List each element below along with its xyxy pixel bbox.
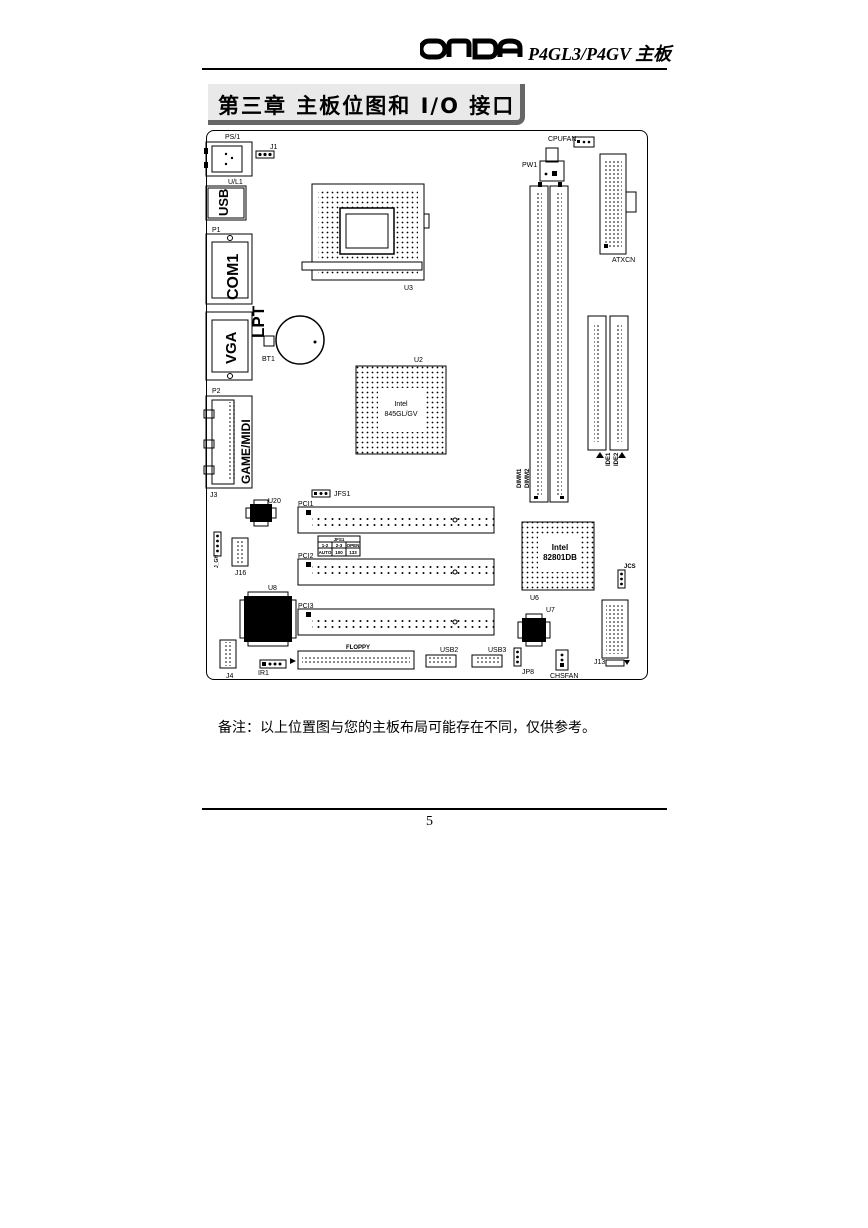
game-midi-port: [203, 395, 253, 489]
header-chsfan: [555, 649, 569, 671]
northbridge-chip: [355, 365, 447, 455]
header-jgh: [213, 531, 222, 557]
label-usb2: USB2: [440, 647, 458, 654]
label-u6: U6: [530, 595, 539, 602]
chapter-title: 第三章 主板位图和 I/O 接口: [218, 94, 516, 118]
jfs-v3: 133: [349, 550, 357, 555]
header-rule: [202, 68, 667, 70]
label-jp8: JP8: [522, 669, 534, 676]
footer-rule: [202, 808, 667, 810]
model-title: P4GL3/P4GV 主板: [528, 44, 672, 64]
header-j13: [601, 599, 630, 667]
label-pw1: PW1: [522, 162, 537, 169]
label-jcs: JCS: [624, 564, 636, 570]
header-usb2: [425, 654, 457, 668]
header-j16: [231, 537, 249, 567]
label-p1: P1: [212, 227, 221, 234]
label-ide2: IDE2: [614, 452, 620, 466]
label-p2: P2: [212, 388, 221, 395]
atx-power-connector: [599, 153, 637, 255]
label-dimm2: DIMM2: [525, 468, 531, 488]
cpufan-header: [573, 136, 595, 148]
label-bt1: BT1: [262, 356, 275, 363]
cpu-socket-u3: [301, 183, 430, 281]
lpt-label: LPT: [249, 305, 268, 338]
label-dimm1: DIMM1: [517, 468, 523, 488]
pci-slot-1: [297, 506, 495, 534]
pci-slot-3: [297, 608, 495, 636]
label-usb3: USB3: [488, 647, 506, 654]
vga-label: VGA: [223, 331, 240, 364]
jfs-h3: OPEN: [347, 543, 360, 548]
ide-connectors: [587, 315, 629, 458]
jfs-h1: 1-2: [322, 543, 329, 548]
page-number: 5: [426, 814, 433, 829]
ps2-connector: [204, 141, 253, 177]
label-u8: U8: [268, 585, 277, 592]
label-u7: U7: [546, 607, 555, 614]
label-chsfan: CHSFAN: [550, 673, 578, 680]
jumper-jp8: [513, 647, 522, 667]
header-usb3: [471, 654, 503, 668]
pw1-connector: [539, 147, 565, 182]
southbridge-brand: Intel: [552, 543, 568, 552]
layout-note: 备注：以上位置图与您的主板布局可能存在不同，仅供参考。: [218, 720, 596, 736]
label-jfs1: JFS1: [334, 491, 350, 498]
game-midi-label: GAME/MIDI: [239, 419, 253, 484]
jfs-v2: 100: [335, 550, 343, 555]
northbridge-model: 845GL/GV: [384, 411, 417, 418]
label-ir1: IR1: [258, 670, 269, 677]
label-j3: J3: [210, 492, 218, 499]
label-u2: U2: [414, 357, 423, 364]
usb-label: USB: [216, 189, 231, 216]
vga-port: [205, 311, 253, 381]
header-j4: [219, 639, 237, 669]
chip-u7: [517, 613, 551, 647]
label-pci2: PCI2: [298, 553, 314, 560]
battery-bt1: [263, 315, 325, 365]
jfs-table-title: JFS1: [334, 537, 345, 542]
jfs-h2: 2-3: [336, 543, 343, 548]
label-j16: J16: [235, 570, 246, 577]
southbridge-chip: [521, 521, 595, 591]
label-pci1: PCI1: [298, 501, 314, 508]
label-jgh: J_GH: [214, 555, 220, 568]
jumper-jcs: [617, 569, 626, 589]
jfs-v1: AUTO: [319, 550, 332, 555]
label-cpufan: CPUFAN: [548, 136, 576, 143]
label-j13: J13: [594, 659, 605, 666]
chip-u20: [245, 499, 277, 527]
pci-slot-2: [297, 558, 495, 586]
dimm-slots: [529, 182, 569, 503]
southbridge-model: 82801DB: [543, 553, 577, 562]
label-j1: J1: [270, 144, 278, 151]
chapter-banner: [208, 84, 525, 125]
label-j4: J4: [226, 673, 234, 680]
jfs1-setting-table: [317, 535, 361, 557]
usb-port: [205, 185, 247, 221]
jumper-jfs1: [311, 489, 331, 498]
label-u20: U20: [268, 498, 281, 505]
com1-label: COM1: [225, 254, 242, 300]
jumper-j1: [255, 150, 275, 159]
label-pci3: PCI3: [298, 603, 314, 610]
label-floppy: FLOPPY: [346, 645, 370, 651]
label-atxcn: ATXCN: [612, 257, 635, 264]
motherboard-diagram: PS/1 J1 U/L1 USB P1 COM1 LPT VGA P2 GAME…: [203, 134, 637, 680]
chip-u8: [239, 591, 297, 647]
label-ide1: IDE1: [606, 452, 612, 466]
onda-logo: [420, 38, 523, 60]
label-u3: U3: [404, 285, 413, 292]
northbridge-brand: Intel: [394, 401, 408, 408]
label-ps1: PS/1: [225, 134, 240, 141]
com1-port: [205, 233, 253, 305]
header-ir1: [259, 659, 287, 669]
floppy-connector: [290, 650, 415, 670]
label-ul1: U/L1: [228, 179, 243, 186]
